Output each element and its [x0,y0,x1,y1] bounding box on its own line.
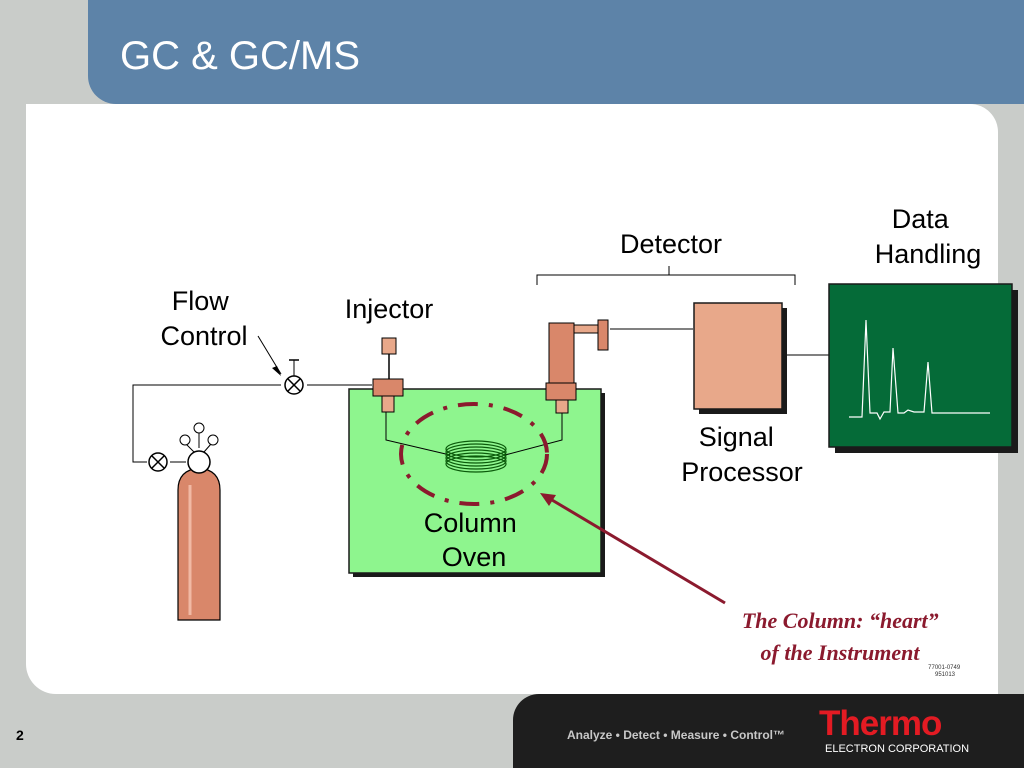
slide-title: GC & GC/MS [120,34,361,78]
page-number: 2 [16,727,24,743]
detector-body [545,319,609,414]
flow-control-valve [284,359,304,395]
footer-tagline: Analyze • Detect • Measure • Control™ [567,728,785,742]
brand-subtitle: ELECTRON CORPORATION [825,743,970,755]
chromatogram-trace [849,319,990,421]
column-oven-label: Column Oven [424,508,525,572]
flow-control-label: Flow Control [160,286,247,351]
callout-arrowhead [540,493,556,506]
thermo-logo: Thermo [819,704,942,743]
column-highlight-ring [399,402,549,506]
cylinder-valve [148,452,168,472]
gas-cylinder [177,422,221,621]
column-coil [445,440,507,473]
footer-bar [513,694,1024,768]
figure-code: 77001-0749 951013 [928,665,962,678]
callout-arrow [551,498,726,605]
column-callout-text: The Column: “heart” of the Instrument [742,608,944,665]
data-handling-label: Data Handling [875,204,982,269]
detector-label: Detector [620,229,722,259]
gas-lines [132,328,829,463]
signal-processor-label: Signal Processor [681,422,803,487]
signal-processor-box [693,302,783,410]
data-handling-screen [828,283,1013,448]
injector-label: Injector [345,294,434,324]
injector [372,337,404,413]
column-oven [348,388,602,574]
flow-pointer-arrowhead [272,366,281,376]
detector-bracket [536,266,796,285]
title-banner [88,0,1024,104]
